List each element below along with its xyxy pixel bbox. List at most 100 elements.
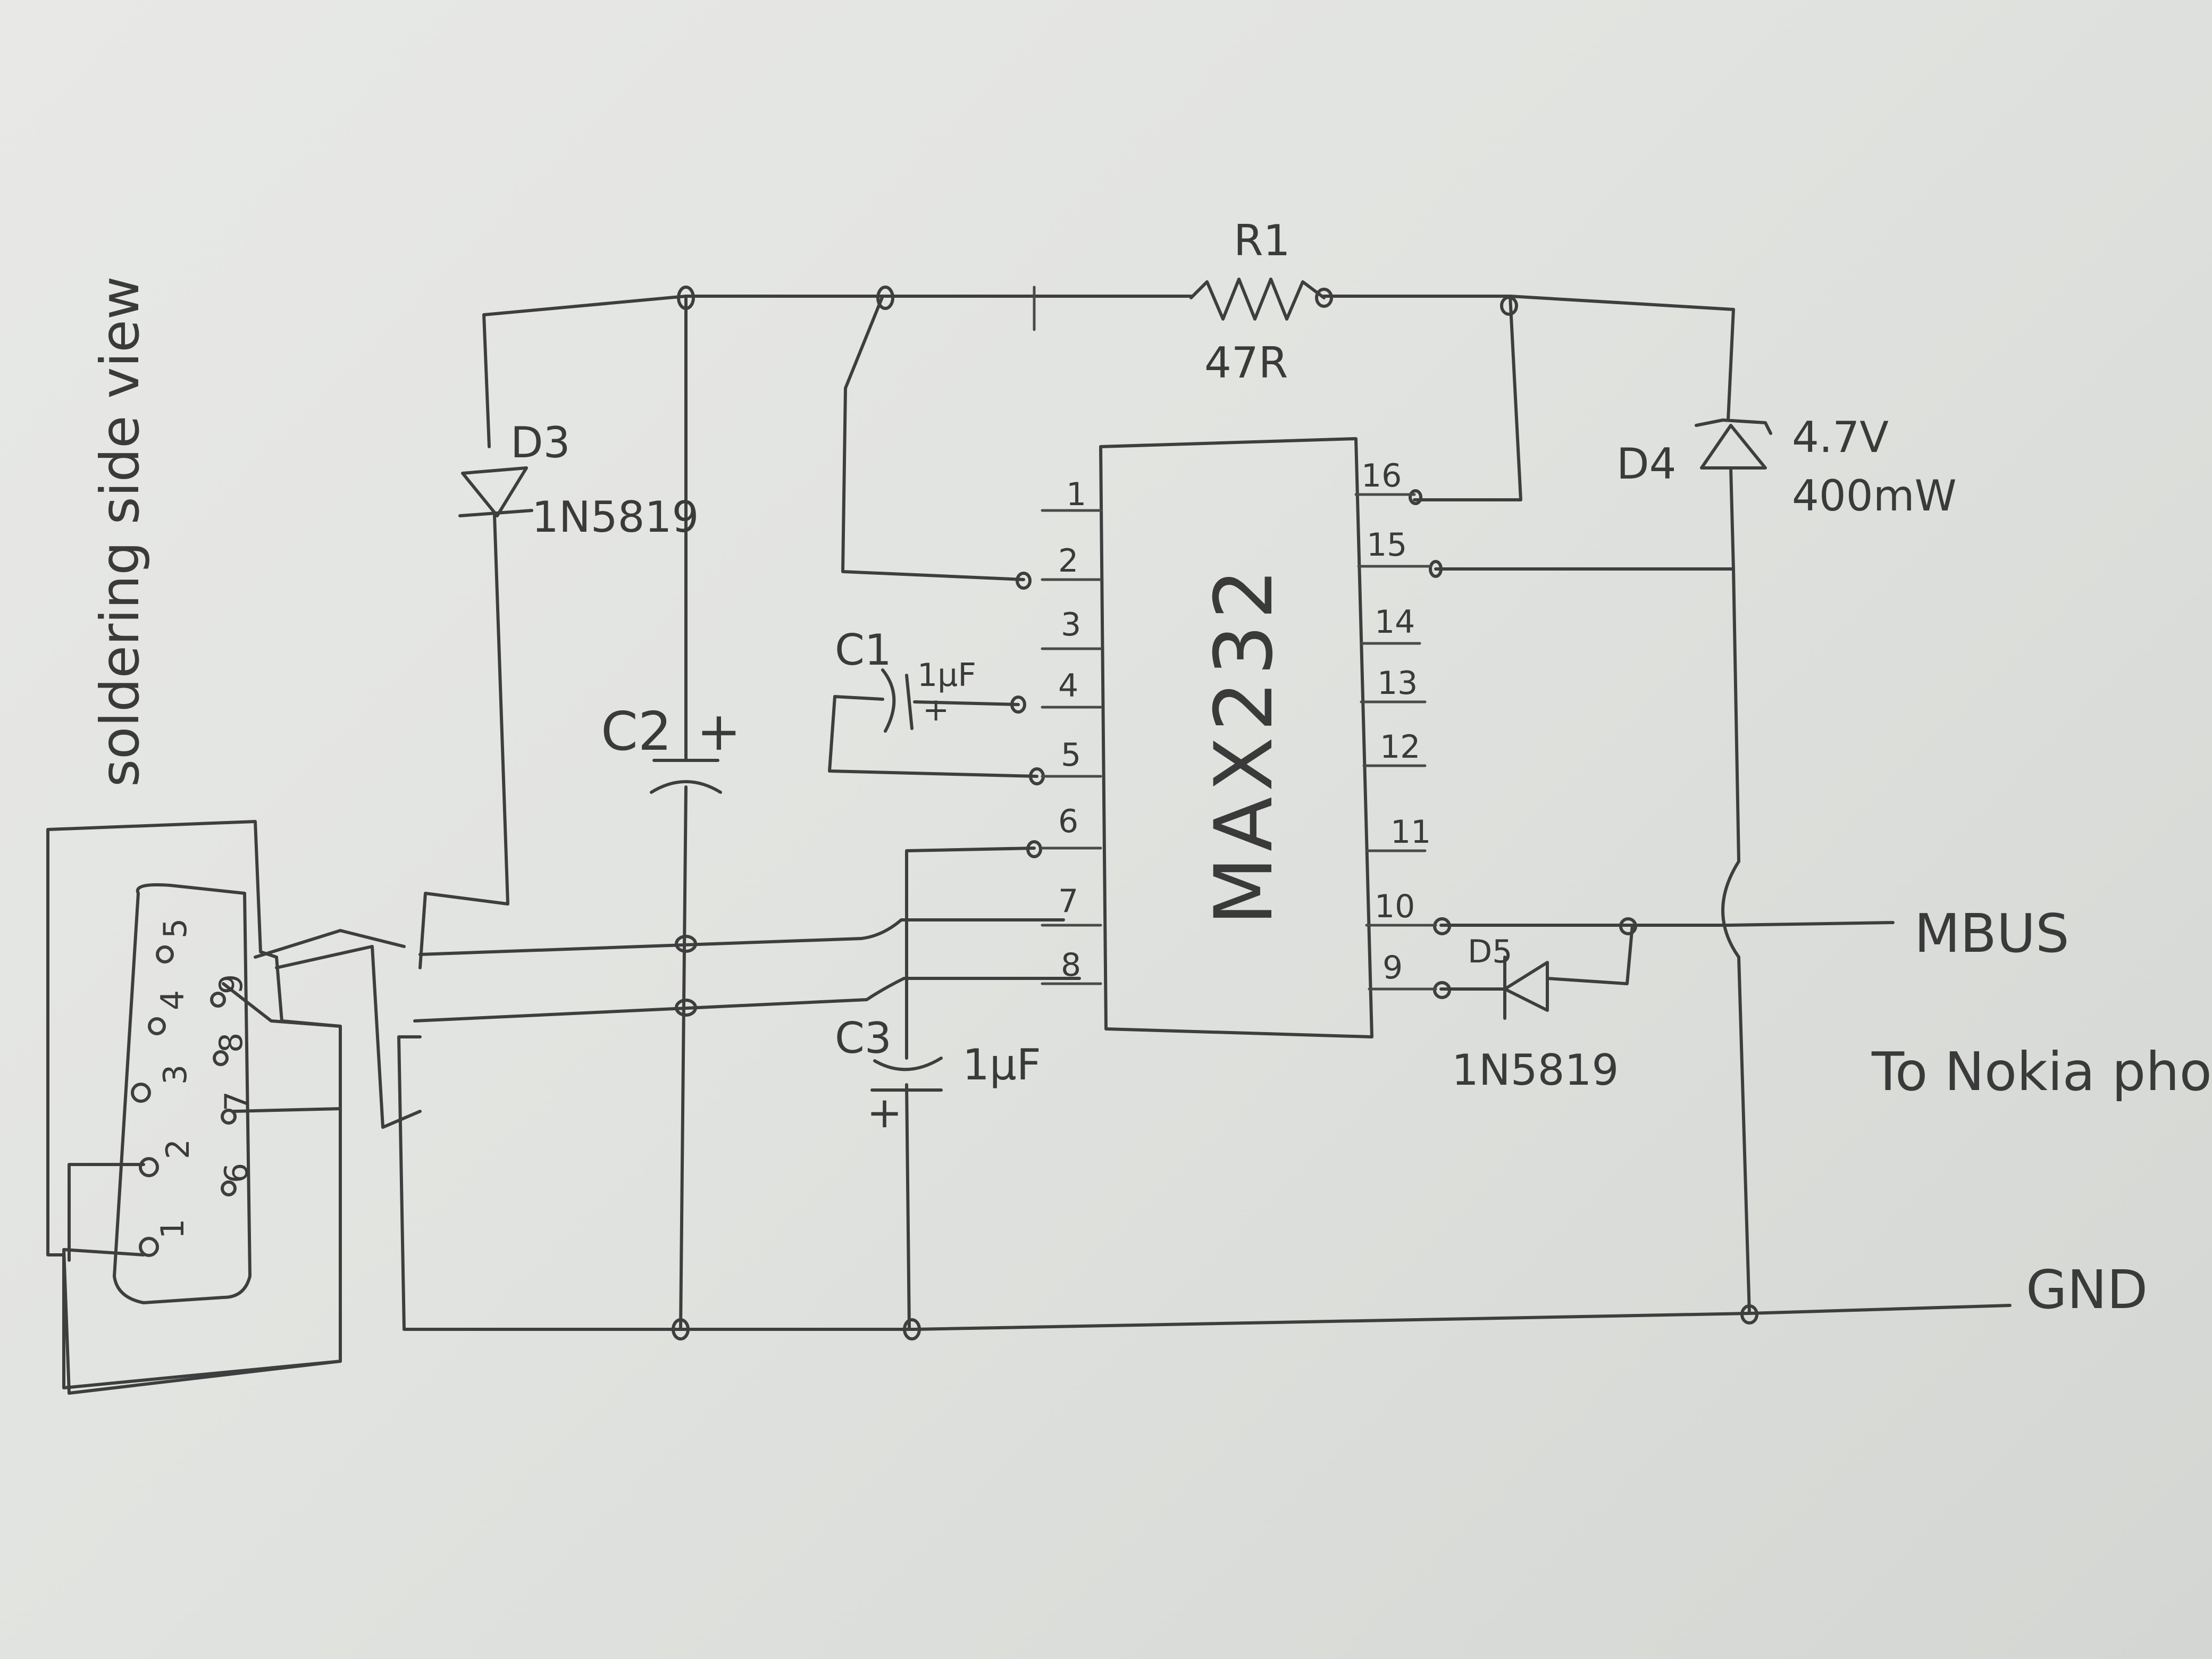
d3-triangle xyxy=(461,466,528,517)
db9-connector: 5 4 3 2 1 9 8 7 6 xyxy=(46,820,342,1389)
db9-pin-9 xyxy=(210,992,226,1008)
db9-pin-3 xyxy=(131,1083,151,1103)
db9-wire-d xyxy=(232,1107,342,1113)
gnd-label: GND xyxy=(2026,1259,2148,1321)
pin-number-4: 4 xyxy=(1058,667,1078,705)
d4-bottom-wire xyxy=(1434,466,1735,571)
max232-body xyxy=(1099,437,1373,1038)
pin-number-5: 5 xyxy=(1061,736,1081,774)
db9-pin-4 xyxy=(148,1017,166,1035)
c1-left-wire xyxy=(833,695,884,701)
right-rail-wire xyxy=(1732,567,1740,863)
pin-number-1: 1 xyxy=(1066,476,1086,513)
c3-value: 1µF xyxy=(962,1040,1041,1090)
db9-pin-number-1: 1 xyxy=(154,1219,191,1239)
pin7-wire xyxy=(418,918,1065,956)
resistor-r1-symbol xyxy=(1189,278,1326,321)
soldering-side-view-label: soldering side view xyxy=(89,276,151,787)
d4-bar xyxy=(1695,418,1772,435)
pin-number-6: 6 xyxy=(1058,803,1078,840)
d4-voltage: 4.7V xyxy=(1792,413,1889,462)
junction-pin7-cross xyxy=(675,935,697,953)
c1-pin4-wire xyxy=(913,700,1020,706)
pin-number-16: 16 xyxy=(1361,457,1402,495)
junction-pin2 xyxy=(1016,572,1032,590)
junction-pin6 xyxy=(1026,840,1042,858)
junction-pin8-cross xyxy=(675,999,697,1017)
pin-number-14: 14 xyxy=(1375,604,1415,641)
c1-name: C1 xyxy=(835,625,892,675)
db9-pin-2 xyxy=(139,1157,159,1177)
c3-name: C3 xyxy=(835,1013,892,1063)
db9-pin-number-6: 6 xyxy=(218,1163,255,1183)
capacitor-c1: C1 1µF + xyxy=(835,625,976,733)
top-rail-wire xyxy=(482,295,1193,316)
junction-c3-bottom xyxy=(903,1318,921,1340)
d3-anode-wire xyxy=(482,313,491,448)
mbus-wire xyxy=(1727,921,1895,927)
junction-r1-right xyxy=(1315,288,1333,308)
zener-d4: D4 4.7V 400mW xyxy=(1616,413,1957,521)
junction-pin15 xyxy=(1429,560,1443,578)
db9-pin-number-4: 4 xyxy=(154,990,191,1010)
pin-number-11: 11 xyxy=(1390,814,1431,851)
c1-plate-curved xyxy=(881,668,896,733)
db9-pin-number-9: 9 xyxy=(213,974,250,994)
pin-number-10: 10 xyxy=(1375,888,1415,925)
junction-pin2-top xyxy=(876,286,894,310)
junction-pin4 xyxy=(1010,696,1026,714)
wires xyxy=(62,295,2012,1395)
c3-plate-curved xyxy=(873,1057,943,1071)
capacitor-c3: C3 1µF + xyxy=(835,1013,1041,1137)
pin-number-9: 9 xyxy=(1382,949,1403,986)
d3-cathode-wire xyxy=(418,514,509,969)
c3-bottom-wire xyxy=(905,1083,911,1331)
db9-wire-a xyxy=(397,1035,422,1331)
top-rail-right-wire xyxy=(1322,295,1735,311)
junction-c2-top xyxy=(677,286,695,310)
db9-wire-c xyxy=(68,982,342,1395)
db9-pin-number-7: 7 xyxy=(218,1091,255,1111)
diode-d5: D5 1N5819 xyxy=(1452,933,1619,1095)
right-rail-lower-wire xyxy=(1737,956,1751,1315)
d3-bar xyxy=(458,509,533,517)
pin-number-3: 3 xyxy=(1061,606,1081,643)
gnd-rail-wire xyxy=(403,1304,2012,1331)
junction-c2-bottom xyxy=(672,1318,690,1340)
c1-pin5-wire xyxy=(828,695,1038,778)
d3-value: 1N5819 xyxy=(532,492,699,542)
pin-number-12: 12 xyxy=(1380,728,1420,766)
mbus-label: MBUS xyxy=(1914,902,2069,965)
junctions xyxy=(672,286,1758,1340)
d4-top-wire xyxy=(1727,308,1735,422)
pin-number-2: 2 xyxy=(1058,542,1078,580)
d4-power: 400mW xyxy=(1792,471,1957,521)
pin2-feed-wire xyxy=(841,295,1025,581)
d5-value: 1N5819 xyxy=(1452,1045,1619,1095)
db9-pin-number-2: 2 xyxy=(160,1139,197,1159)
capacitor-c2: C2 + xyxy=(601,700,741,794)
db9-wire-b xyxy=(254,929,406,959)
c1-plus: + xyxy=(923,691,949,728)
db9-shell xyxy=(46,820,342,1389)
d4-triangle xyxy=(1700,424,1767,470)
db9-pin-6 xyxy=(221,1180,237,1196)
to-nokia-phone-label: To Nokia phon xyxy=(1871,1041,2212,1103)
c3-plus: + xyxy=(867,1088,902,1137)
db9-pin-number-5: 5 xyxy=(157,918,194,939)
pin-number-13: 13 xyxy=(1377,665,1418,702)
max232-chip: MAX232 1 2 3 4 5 6 7 8 16 15 14 13 12 11 xyxy=(1041,437,1437,1038)
db9-pin-5 xyxy=(156,945,174,963)
db9-wire-g xyxy=(275,945,422,1129)
r1-name: R1 xyxy=(1234,216,1290,265)
db9-wire-e xyxy=(62,1248,145,1395)
c1-value: 1µF xyxy=(917,657,976,694)
d5-triangle xyxy=(1503,961,1549,1012)
c2-plus: + xyxy=(697,700,741,763)
db9-wire-f xyxy=(68,1163,145,1262)
db9-pin-7 xyxy=(221,1109,237,1125)
junction-pin16 xyxy=(1409,489,1422,505)
db9-pin-number-3: 3 xyxy=(157,1065,194,1085)
